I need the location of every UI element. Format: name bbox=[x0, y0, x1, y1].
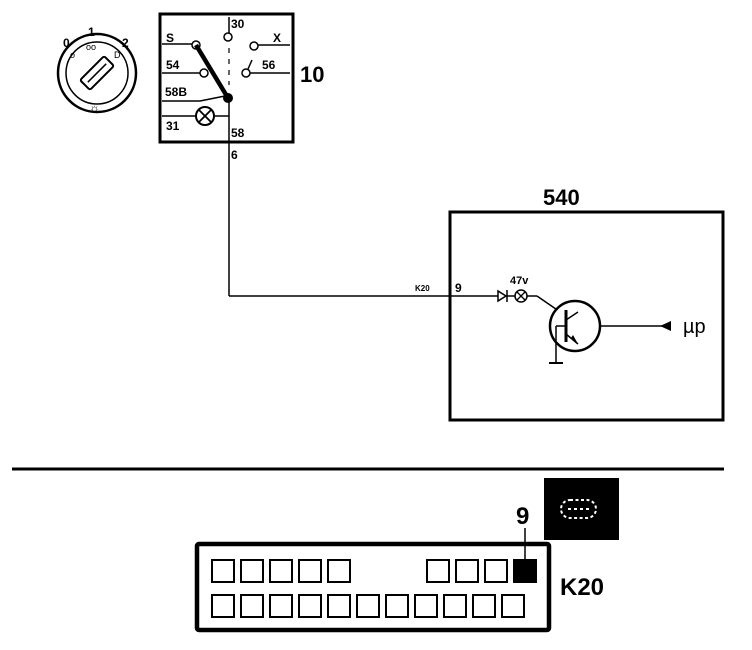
contact-54 bbox=[199, 68, 209, 78]
connector-pin bbox=[443, 594, 467, 618]
dial-mark-left: o bbox=[70, 50, 75, 60]
connector-pin bbox=[327, 594, 351, 618]
sun-icon: ☼ bbox=[89, 101, 100, 115]
connector-pin bbox=[356, 594, 380, 618]
ignition-switch: S 30 X 54 56 58B 31 58 bbox=[158, 12, 324, 144]
switch-pivot bbox=[223, 93, 233, 103]
lamp-icon bbox=[195, 106, 215, 126]
connector-k20: 9 K20 bbox=[194, 503, 604, 633]
dial-mark-right: D bbox=[114, 50, 121, 60]
contact-56 bbox=[241, 68, 251, 78]
connector-pin bbox=[455, 559, 479, 583]
highlighted-pin-label: 9 bbox=[516, 503, 529, 530]
switch-position-1: 1 bbox=[88, 25, 95, 39]
input-arrow-icon bbox=[660, 321, 671, 331]
connector-pin bbox=[211, 559, 235, 583]
terminal-56-label: 56 bbox=[262, 58, 276, 72]
connector-pin-highlighted bbox=[513, 559, 537, 583]
wire-number-label: 6 bbox=[231, 148, 238, 162]
connector-pin bbox=[472, 594, 496, 618]
connector-pin bbox=[385, 594, 409, 618]
switch-box bbox=[158, 12, 295, 144]
terminal-s-label: S bbox=[166, 31, 174, 45]
switch-position-2: 2 bbox=[122, 36, 129, 50]
terminal-58-label: 58 bbox=[231, 126, 245, 140]
connector-pin bbox=[298, 594, 322, 618]
diode-icon bbox=[497, 289, 508, 303]
microprocessor-label: µp bbox=[683, 316, 706, 338]
switch-position-0: 0 bbox=[63, 36, 70, 50]
terminal-58b-label: 58B bbox=[165, 85, 187, 99]
connector-tag-label: K20 bbox=[415, 284, 430, 293]
connector-pin-row-top-left bbox=[211, 559, 351, 583]
connector-pin bbox=[501, 594, 525, 618]
module-540: 540 K20 9 47v bbox=[415, 185, 725, 422]
connector-pin-row-bottom bbox=[211, 594, 525, 618]
switch-arm bbox=[194, 43, 230, 100]
connector-pin bbox=[240, 559, 264, 583]
switch-id-label: 10 bbox=[300, 62, 324, 87]
connector-pin-row-top-right bbox=[426, 559, 537, 583]
connector-pin bbox=[484, 559, 508, 583]
terminal-31-label: 31 bbox=[166, 119, 180, 133]
connector-pin bbox=[414, 594, 438, 618]
terminal-30-label: 30 bbox=[231, 17, 245, 31]
bulb-icon bbox=[514, 289, 528, 303]
wire-6: 6 bbox=[228, 142, 498, 297]
bulb-rating-label: 47v bbox=[510, 275, 529, 287]
side-marker-lamp-icon bbox=[544, 478, 619, 540]
contact-x bbox=[249, 41, 259, 51]
connector-pin bbox=[298, 559, 322, 583]
pin-number-label: 9 bbox=[455, 281, 462, 295]
connector-pin bbox=[269, 559, 293, 583]
connector-pin bbox=[269, 594, 293, 618]
terminal-x-label: X bbox=[273, 31, 281, 45]
connector-pin bbox=[426, 559, 450, 583]
rotary-switch-icon: 0 1 2 o oo D ☼ bbox=[56, 25, 138, 115]
transistor-icon bbox=[548, 299, 602, 353]
terminal-54-label: 54 bbox=[166, 58, 180, 72]
connector-name-label: K20 bbox=[560, 574, 604, 601]
connector-body bbox=[194, 541, 552, 633]
connector-pin bbox=[211, 594, 235, 618]
connector-pin bbox=[327, 559, 351, 583]
module-id-label: 540 bbox=[543, 185, 580, 210]
dial-mark-center: oo bbox=[86, 42, 96, 52]
contact-30 bbox=[223, 32, 233, 42]
connector-pin bbox=[240, 594, 264, 618]
module-box bbox=[448, 210, 725, 422]
